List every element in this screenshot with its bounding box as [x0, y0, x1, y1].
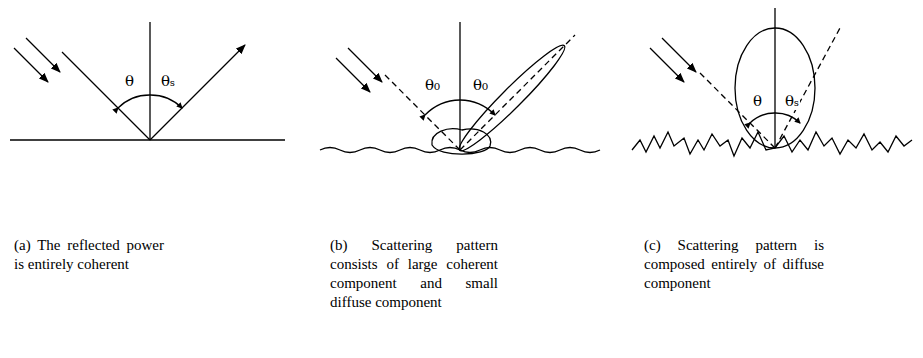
- angle-label: θ₀: [472, 76, 489, 94]
- panel-caption: (a) The reflected power is entirely cohe…: [14, 236, 164, 274]
- angle-label: θ: [752, 92, 763, 110]
- angle-label: θₛ: [160, 72, 176, 90]
- angle-label: θ₀: [424, 76, 441, 94]
- angle-label: θₛ: [784, 92, 800, 110]
- angle-label: θ: [124, 72, 135, 90]
- panel-caption: (b) Scattering pattern consists of large…: [330, 236, 498, 312]
- panel-caption: (c) Scattering pattern is composed entir…: [644, 236, 824, 293]
